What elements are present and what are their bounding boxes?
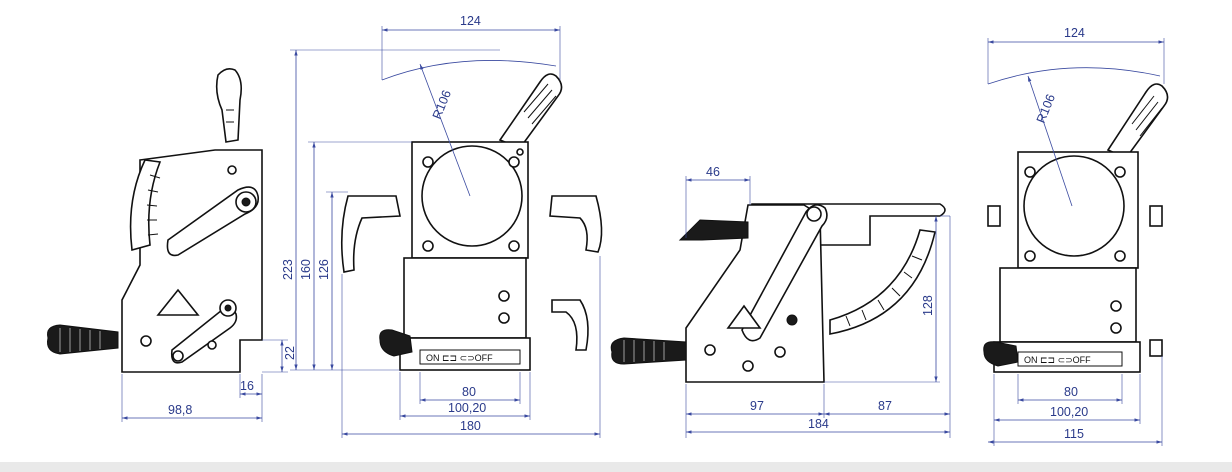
view-3-dimensions: 46 128 97 87 184 [685, 165, 951, 438]
view-1-dimensions: 98,8 16 22 [121, 339, 297, 422]
dim-160: 160 [299, 259, 313, 280]
dim-87: 87 [878, 399, 892, 413]
svg-text:ON ⊏⊐ ⊂⊃OFF: ON ⊏⊐ ⊂⊃OFF [1024, 355, 1091, 365]
svg-text:ON ⊏⊐ ⊂⊃OFF: ON ⊏⊐ ⊂⊃OFF [426, 353, 493, 363]
dim-223: 223 [281, 259, 295, 280]
view-4-front: ON ⊏⊐ ⊂⊃OFF [983, 83, 1169, 373]
view-4-dimensions: 124 R106 80 100,20 115 [987, 26, 1165, 446]
view-2-front: ON ⊏⊐ ⊂⊃OFF [340, 73, 603, 371]
dim-100-20: 100,20 [448, 401, 486, 415]
dim-126: 126 [317, 259, 331, 280]
view-1-side [47, 68, 263, 373]
dim-100-20-b: 100,20 [1050, 405, 1088, 419]
dim-r106-b: R106 [1034, 92, 1058, 125]
dim-115: 115 [1064, 427, 1084, 441]
dim-80: 80 [462, 385, 476, 399]
footer-bar [0, 462, 1232, 472]
dim-98-8: 98,8 [168, 403, 192, 417]
view-3-side [610, 203, 946, 383]
dim-r106: R106 [430, 88, 454, 121]
dim-97: 97 [750, 399, 764, 413]
dim-128: 128 [921, 295, 935, 316]
dim-22: 22 [283, 346, 297, 360]
dim-80-b: 80 [1064, 385, 1078, 399]
dim-124: 124 [460, 14, 481, 28]
dim-180: 180 [460, 419, 481, 433]
dim-184: 184 [808, 417, 829, 431]
dim-16: 16 [240, 379, 254, 393]
dim-124-b: 124 [1064, 26, 1085, 40]
dim-46: 46 [706, 165, 720, 179]
view-2-dimensions: 124 R106 223 160 126 80 100,20 180 [281, 14, 601, 438]
